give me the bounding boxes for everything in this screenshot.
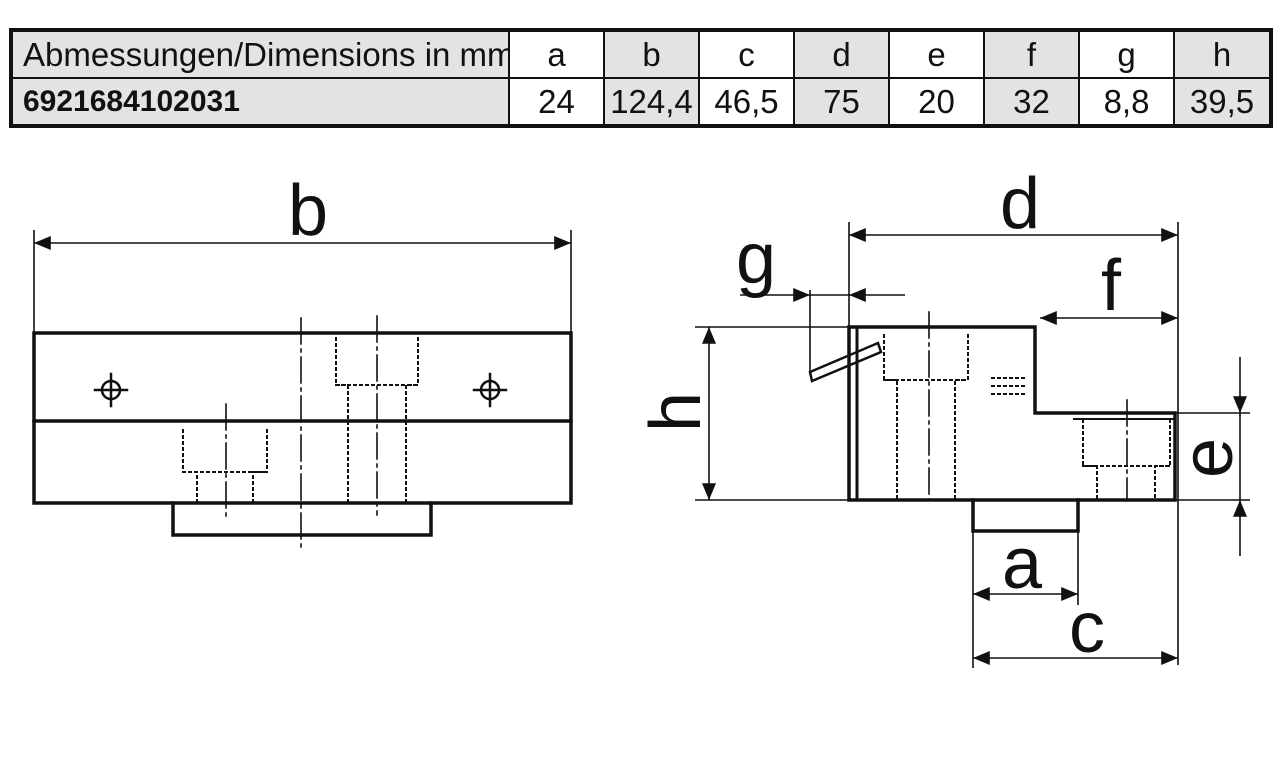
label-f: f — [1101, 246, 1122, 326]
mounting-hole-left — [93, 372, 129, 408]
dimension-labels: b d f g h e a c — [288, 164, 1248, 668]
value-b: 124,4 — [603, 77, 700, 127]
dimension-lines — [33, 222, 1250, 668]
table-header-row: Abmessungen/Dimensions in mm a b c d e f… — [10, 29, 1272, 79]
front-base-plate — [171, 501, 433, 537]
hidden-bolt-left — [182, 429, 268, 503]
value-e: 20 — [888, 77, 985, 127]
hidden-bolt-side-right — [1082, 419, 1171, 501]
side-view — [808, 311, 1177, 533]
value-c: 46,5 — [698, 77, 795, 127]
value-d: 75 — [793, 77, 890, 127]
label-c: c — [1069, 588, 1105, 668]
front-body — [32, 331, 573, 505]
label-d: d — [1000, 164, 1040, 244]
value-f: 32 — [983, 77, 1080, 127]
side-base-plate — [971, 498, 1080, 533]
col-header-h: h — [1173, 29, 1272, 79]
hidden-bolt-side — [883, 334, 969, 501]
col-header-d: d — [793, 29, 890, 79]
value-g: 8,8 — [1078, 77, 1175, 127]
col-header-c: c — [698, 29, 795, 79]
col-header-a: a — [508, 29, 605, 79]
front-view — [32, 315, 573, 551]
hidden-pin-hole — [991, 377, 1029, 395]
table-value-row: 6921684102031 24 124,4 46,5 75 20 32 8,8… — [10, 77, 1272, 127]
label-h: h — [636, 392, 716, 432]
col-header-e: e — [888, 29, 985, 79]
side-pin — [808, 341, 883, 383]
value-h: 39,5 — [1173, 77, 1272, 127]
col-header-b: b — [603, 29, 700, 79]
dimensions-table: Abmessungen/Dimensions in mm a b c d e f… — [9, 28, 1273, 128]
col-header-g: g — [1078, 29, 1175, 79]
part-number: 6921684102031 — [10, 77, 510, 127]
dimensions-header-label: Abmessungen/Dimensions in mm — [10, 29, 510, 79]
hidden-bolt-right — [335, 337, 419, 503]
mounting-hole-right — [472, 372, 508, 408]
label-a: a — [1002, 524, 1043, 604]
label-e: e — [1168, 438, 1248, 478]
value-a: 24 — [508, 77, 605, 127]
label-b: b — [288, 171, 328, 251]
col-header-f: f — [983, 29, 1080, 79]
label-g: g — [736, 219, 776, 299]
